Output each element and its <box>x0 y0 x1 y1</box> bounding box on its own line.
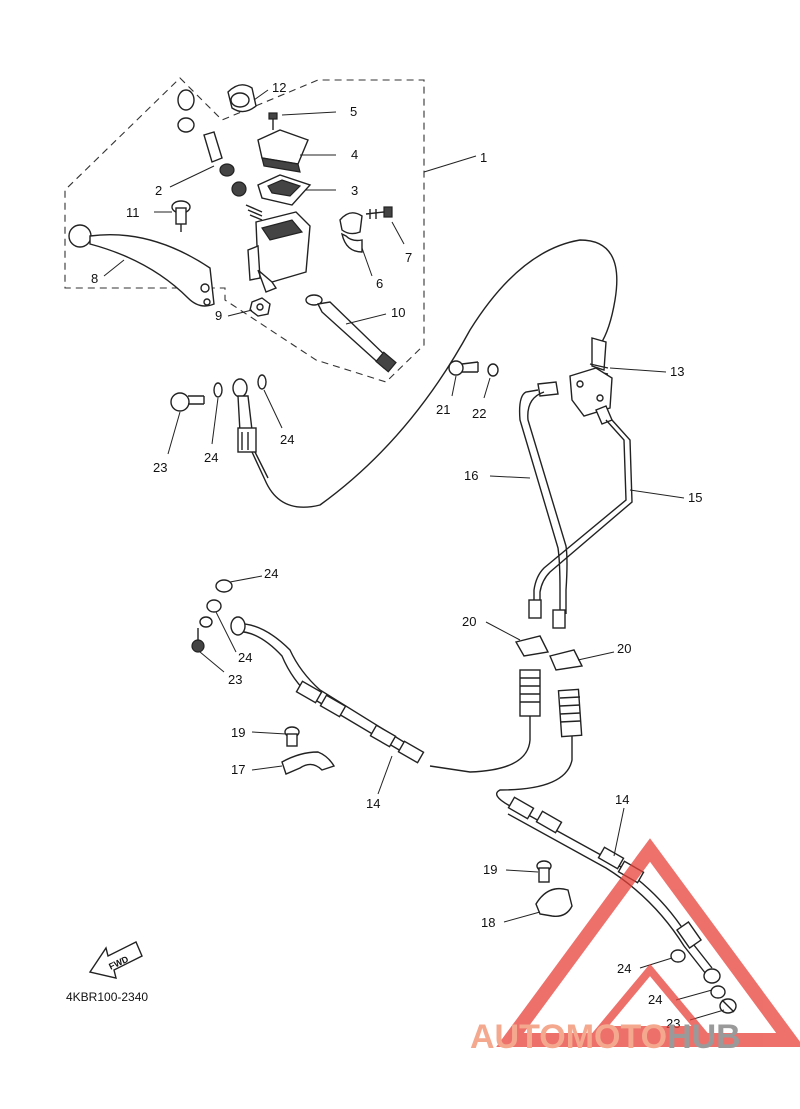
callout-2: 2 <box>155 183 162 198</box>
callout-19-right: 19 <box>483 862 497 877</box>
callout-12: 12 <box>272 80 286 95</box>
part-11-pivot-bolt <box>171 200 191 232</box>
callout-6: 6 <box>376 276 383 291</box>
callout-7: 7 <box>405 250 412 265</box>
watermark-logo: AUTOMOTOHUB <box>470 1018 741 1057</box>
part-24-washer-left-c <box>199 616 213 628</box>
callout-8: 8 <box>91 271 98 286</box>
callout-16: 16 <box>464 468 478 483</box>
watermark-text-main: AUTOMOTO <box>470 1018 668 1056</box>
part-12-cap <box>227 84 257 113</box>
part-7-clamp-bolt <box>365 206 393 219</box>
callout-24-upper-b: 24 <box>280 432 294 447</box>
callout-24-right-a: 24 <box>617 961 631 976</box>
fwd-arrow-icon: FWD <box>88 941 143 979</box>
part-20-bracket-left <box>514 635 550 657</box>
part-5-screw <box>268 112 278 130</box>
callout-5: 5 <box>350 104 357 119</box>
callout-9: 9 <box>215 308 222 323</box>
callout-3: 3 <box>351 183 358 198</box>
part-6-clamp <box>339 212 363 253</box>
part-24-washer-left-a <box>215 579 233 593</box>
callout-20-right: 20 <box>617 641 631 656</box>
part-19-bolt-right <box>536 860 552 883</box>
callout-19-left: 19 <box>231 725 245 740</box>
part-16-brake-pipe <box>518 389 568 614</box>
part-3-diaphragm <box>257 174 312 206</box>
callout-14-left: 14 <box>366 796 380 811</box>
part-2-piston-kit <box>177 89 263 221</box>
part-22-washer <box>487 363 499 377</box>
part-18-holder <box>535 887 573 917</box>
part-23-banjo-bolt-left <box>191 628 205 653</box>
callout-13: 13 <box>670 364 684 379</box>
part-13-three-way-joint <box>569 337 613 417</box>
callout-23-upper: 23 <box>153 460 167 475</box>
part-14-hose-right-run <box>496 736 573 807</box>
callout-22: 22 <box>472 406 486 421</box>
assembly-boundary <box>64 77 425 383</box>
upper-brake-hose <box>251 239 618 508</box>
part-8-lever <box>68 224 215 307</box>
part-9-nut <box>249 297 271 317</box>
callout-24-upper-a: 24 <box>204 450 218 465</box>
callout-10: 10 <box>391 305 405 320</box>
part-14-hose-left <box>230 616 425 764</box>
callout-21: 21 <box>436 402 450 417</box>
callout-11: 11 <box>126 205 140 220</box>
watermark-triangle-icon <box>496 838 800 1047</box>
part-24-washer-upper-b <box>257 374 267 390</box>
part-24-washer-left-b <box>206 599 222 613</box>
callout-23-left: 23 <box>228 672 242 687</box>
callout-18: 18 <box>481 915 495 930</box>
part-17-holder <box>281 751 336 775</box>
part-1-master-cylinder <box>247 211 311 293</box>
pipe-fitting-right <box>552 609 566 629</box>
part-20-bracket-right <box>549 649 584 671</box>
hose-grommet-left <box>519 669 541 717</box>
upper-hose-fitting <box>232 378 257 453</box>
watermark-text-alt: HUB <box>667 1018 741 1056</box>
callout-24-right-b: 24 <box>648 992 662 1007</box>
part-23-banjo-bolt-upper <box>170 392 205 412</box>
part-24-washer-right-a <box>670 949 686 963</box>
hose-grommet-right <box>557 688 583 738</box>
callout-4: 4 <box>351 147 358 162</box>
part-24-washer-upper-a <box>213 382 223 398</box>
callout-14-right: 14 <box>615 792 629 807</box>
part-21-bolt <box>448 360 479 376</box>
catalog-code: 4KBR100-2340 <box>66 990 149 1004</box>
pipe-fitting-left <box>528 599 542 619</box>
callout-1: 1 <box>480 150 487 165</box>
part-23-banjo-bolt-right <box>719 998 737 1014</box>
callout-17: 17 <box>231 762 245 777</box>
part-14-hose-left-run <box>429 716 531 773</box>
callout-24-left-b: 24 <box>238 650 252 665</box>
callout-24-left-a: 24 <box>264 566 278 581</box>
callout-numbers: 1 2 3 4 5 6 7 8 9 10 11 12 13 14 14 15 1… <box>91 80 702 1031</box>
callout-20-left: 20 <box>462 614 476 629</box>
leader-lines <box>103 89 725 1021</box>
part-19-bolt-left <box>284 726 300 747</box>
part-24-washer-right-b <box>710 985 726 999</box>
part-15-brake-pipe <box>533 419 633 604</box>
part-4-reservoir-cap <box>257 129 309 173</box>
callout-15: 15 <box>688 490 702 505</box>
joint-bolt-fittings <box>537 381 613 425</box>
part-10-brake-switch <box>305 294 397 373</box>
